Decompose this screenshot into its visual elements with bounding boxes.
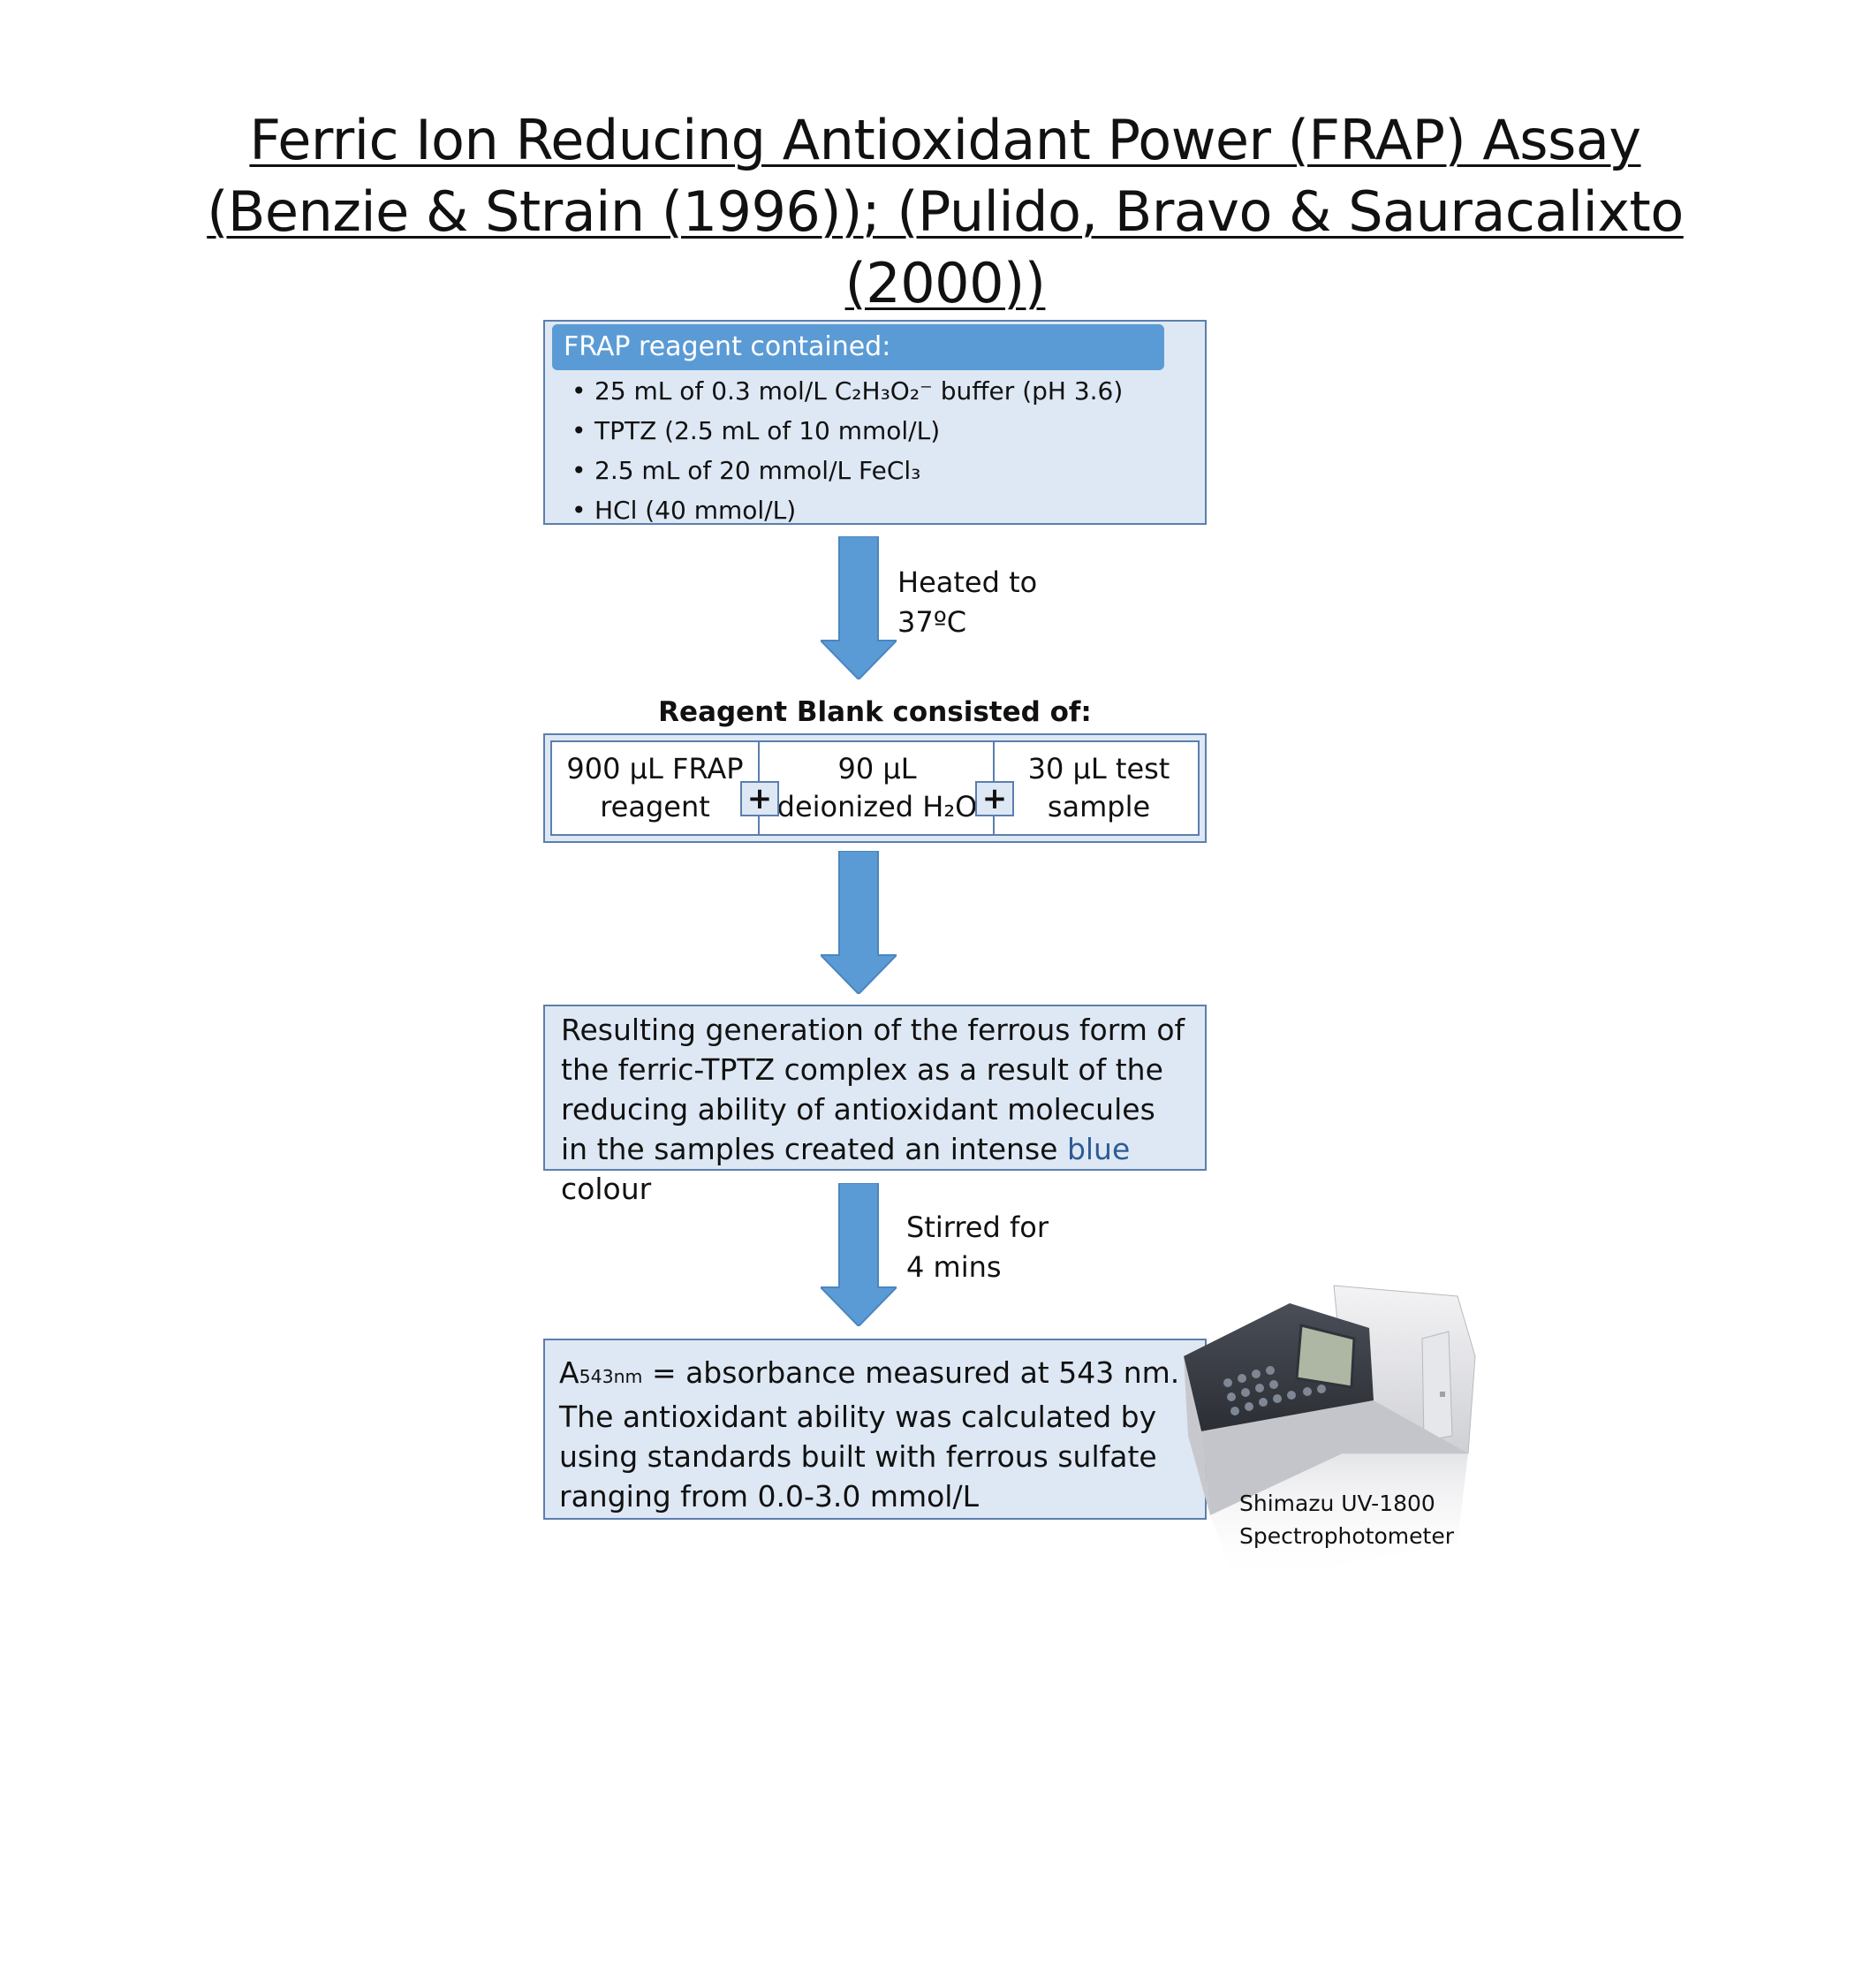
plus-icon: + — [975, 781, 1014, 816]
reagent-list: •25 mL of 0.3 mol/L C₂H₃O₂⁻ buffer (pH 3… — [572, 371, 1123, 530]
down-arrow-icon — [821, 536, 897, 679]
reagent-item-text: HCl (40 mmol/L) — [594, 496, 797, 525]
cell-line: 90 μL — [837, 752, 917, 785]
measurement-description: = absorbance measured at 543 nm. The ant… — [559, 1355, 1180, 1514]
bullet-icon: • — [572, 376, 587, 406]
reagent-blank-table: 900 μL FRAP reagent 90 μL deionized H₂O 30… — [550, 740, 1200, 836]
list-item: •25 mL of 0.3 mol/L C₂H₃O₂⁻ buffer (pH 3… — [572, 371, 1123, 411]
absorbance-symbol: A — [559, 1355, 579, 1390]
result-text: Resulting generation of the ferrous form… — [561, 1010, 1189, 1209]
frap-reagent-cell: 900 μL FRAP reagent — [552, 742, 758, 834]
down-arrow-icon — [821, 851, 897, 994]
stirring-step-label: Stirred for 4 mins — [906, 1208, 1049, 1287]
cell-line: deionized H₂O — [776, 790, 978, 823]
list-item: •2.5 mL of 20 mmol/L FeCl₃ — [572, 451, 1123, 490]
result-box: Resulting generation of the ferrous form… — [543, 1005, 1207, 1206]
measurement-text: A543nm = absorbance measured at 543 nm. … — [559, 1353, 1191, 1516]
frap-reagent-header: FRAP reagent contained: — [552, 324, 1164, 370]
bullet-icon: • — [572, 416, 587, 445]
test-sample-cell: 30 μL test sample — [993, 742, 1203, 834]
frap-reagent-box: FRAP reagent contained: •25 mL of 0.3 mo… — [543, 320, 1207, 525]
list-item: •TPTZ (2.5 mL of 10 mmol/L) — [572, 411, 1123, 451]
title-line-1: Ferric Ion Reducing Antioxidant Power (F… — [249, 108, 1641, 172]
instrument-caption-line-1: Shimazu UV-1800 — [1239, 1491, 1435, 1516]
down-arrow-icon — [821, 1183, 897, 1326]
title-line-3: (2000)) — [844, 251, 1046, 315]
stirring-step-line-1: Stirred for — [906, 1210, 1049, 1244]
bullet-icon: • — [572, 456, 587, 485]
absorbance-subscript: 543nm — [579, 1366, 643, 1387]
title-line-2: (Benzie & Strain (1996)); (Pulido, Bravo… — [207, 179, 1684, 244]
plus-icon: + — [740, 781, 779, 816]
instrument-caption: Shimazu UV-1800 Spectrophotometer — [1239, 1487, 1454, 1552]
instrument-caption-line-2: Spectrophotometer — [1239, 1523, 1454, 1549]
reagent-item-text: 2.5 mL of 20 mmol/L FeCl₃ — [594, 456, 921, 485]
spectrophotometer-image — [1184, 1285, 1476, 1586]
reagent-blank-title: Reagent Blank consisted of: — [658, 696, 1092, 728]
cell-line: 30 μL test — [1027, 752, 1170, 785]
water-cell: 90 μL deionized H₂O — [758, 742, 995, 834]
result-text-main: Resulting generation of the ferrous form… — [561, 1013, 1185, 1166]
bullet-icon: • — [572, 496, 587, 525]
measurement-box: A543nm = absorbance measured at 543 nm. … — [543, 1339, 1207, 1520]
cell-line: sample — [1047, 790, 1151, 823]
heating-step-line-2: 37ºC — [897, 605, 967, 639]
reagent-blank-box: 900 μL FRAP reagent 90 μL deionized H₂O 30… — [543, 733, 1207, 843]
cell-line: reagent — [600, 790, 710, 823]
result-highlight: blue — [1066, 1132, 1131, 1166]
heating-step-label: Heated to 37ºC — [897, 563, 1037, 642]
heating-step-line-1: Heated to — [897, 565, 1038, 599]
reagent-item-text: TPTZ (2.5 mL of 10 mmol/L) — [594, 416, 941, 445]
reagent-item-text: 25 mL of 0.3 mol/L C₂H₃O₂⁻ buffer (pH 3.… — [594, 376, 1124, 406]
cell-line: 900 μL FRAP — [566, 752, 744, 785]
page-title: Ferric Ion Reducing Antioxidant Power (F… — [132, 104, 1758, 319]
result-text-end: colour — [561, 1172, 652, 1206]
list-item: •HCl (40 mmol/L) — [572, 490, 1123, 530]
stirring-step-line-2: 4 mins — [906, 1250, 1002, 1284]
